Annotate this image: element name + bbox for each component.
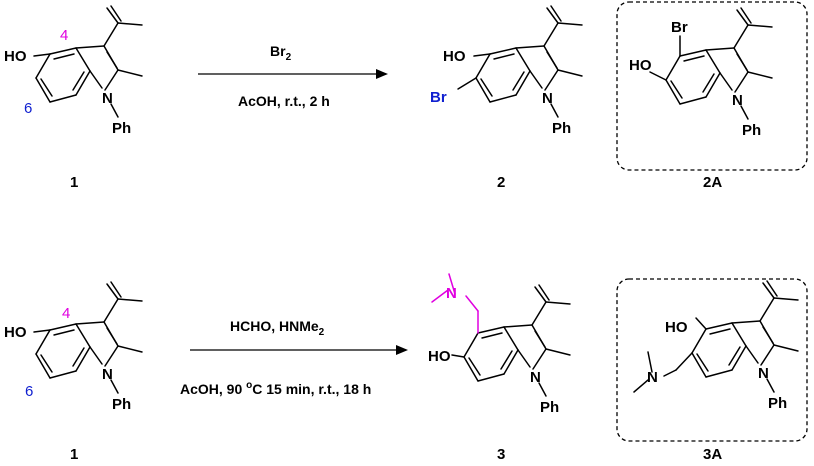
compound-label-3: 3	[497, 446, 505, 463]
phenyl-label: Ph	[552, 120, 571, 137]
compound-2: HO Br N Ph	[430, 5, 583, 137]
conditions-1: AcOH, r.t., 2 h	[238, 93, 330, 109]
position-6-label: 6	[24, 100, 32, 117]
phenyl-label: Ph	[112, 120, 131, 137]
hydroxyl-label: HO	[443, 48, 466, 65]
nitrogen-label: N	[732, 92, 743, 109]
nitrogen-label: N	[530, 369, 541, 386]
hydroxyl-label: HO	[665, 319, 688, 336]
alternative-box-2A	[616, 1, 808, 171]
compound-3A: HO N N Ph	[633, 280, 799, 412]
bromine-label: Br	[430, 89, 447, 106]
hydroxyl-label: HO	[428, 348, 451, 365]
compound-label-3A: 3A	[703, 446, 722, 463]
phenyl-label: Ph	[742, 122, 761, 139]
position-4-label: 4	[62, 305, 70, 322]
dimethylamino-nitrogen-label: N	[647, 369, 658, 386]
hydroxyl-label: HO	[4, 324, 27, 341]
compound-2A: HO Br N Ph	[629, 7, 773, 139]
nitrogen-label: N	[758, 365, 769, 382]
reaction-arrow-2: HCHO, HNMe2 AcOH, 90 oC 15 min, r.t., 18…	[180, 318, 408, 397]
reaction-arrow-1: Br2 AcOH, r.t., 2 h	[198, 43, 388, 109]
compound-1-top: HO N Ph 4 6	[4, 5, 143, 137]
compound-label-1: 1	[70, 174, 78, 191]
hydroxyl-label: HO	[4, 48, 27, 65]
phenyl-label: Ph	[768, 395, 787, 412]
nitrogen-label: N	[542, 90, 553, 107]
dimethylamino-nitrogen-label: N	[446, 285, 457, 302]
reagent-br2: Br2	[270, 43, 292, 63]
reagent-hcho-hnme2: HCHO, HNMe2	[230, 318, 325, 338]
conditions-2: AcOH, 90 oC 15 min, r.t., 18 h	[180, 380, 371, 397]
position-6-label: 6	[25, 383, 33, 400]
phenyl-label: Ph	[540, 399, 559, 416]
bromine-label: Br	[671, 19, 688, 36]
compound-1-bottom: HO N Ph 4 6	[4, 281, 143, 413]
compound-3: HO N N Ph	[428, 273, 571, 416]
alternative-box-3A	[616, 278, 808, 442]
phenyl-label: Ph	[112, 396, 131, 413]
compound-label-1-bottom: 1	[70, 446, 78, 463]
hydroxyl-label: HO	[629, 57, 652, 74]
nitrogen-label: N	[102, 366, 113, 383]
compound-label-2: 2	[497, 174, 505, 191]
compound-label-2A: 2A	[703, 174, 722, 191]
nitrogen-label: N	[102, 90, 113, 107]
position-4-label: 4	[60, 27, 68, 44]
